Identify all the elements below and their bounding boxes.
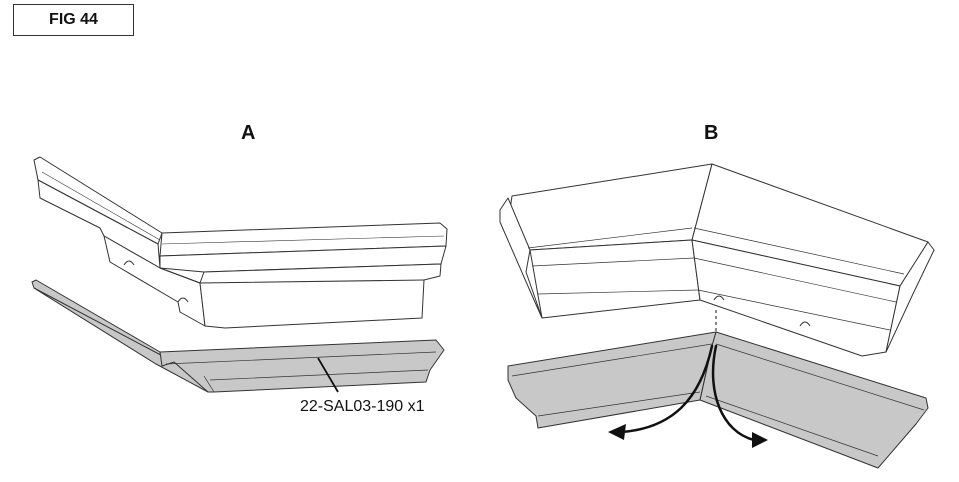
fold-arrow-left-head xyxy=(608,424,626,440)
panel-b-drawing xyxy=(499,163,935,469)
fold-arrow-right-head xyxy=(752,432,768,448)
fold-arrow-left xyxy=(620,344,714,434)
part-leader-line xyxy=(317,357,339,393)
flashing-tray-a xyxy=(31,279,445,393)
part-number-label: 22-SAL03-190 x1 xyxy=(300,398,425,415)
panel-a-drawing xyxy=(31,156,448,393)
fold-arrows xyxy=(620,344,756,442)
figure-label: FIG 44 xyxy=(49,11,98,28)
corner-capping-piece-a xyxy=(33,156,448,329)
panel-b-label: B xyxy=(704,122,719,144)
flashing-tray-b xyxy=(507,331,929,469)
fold-arrow-right xyxy=(711,344,756,442)
corner-capping-piece-b xyxy=(499,163,935,357)
panel-a-label: A xyxy=(241,122,256,144)
figure-label-box: FIG 44 xyxy=(13,4,134,36)
